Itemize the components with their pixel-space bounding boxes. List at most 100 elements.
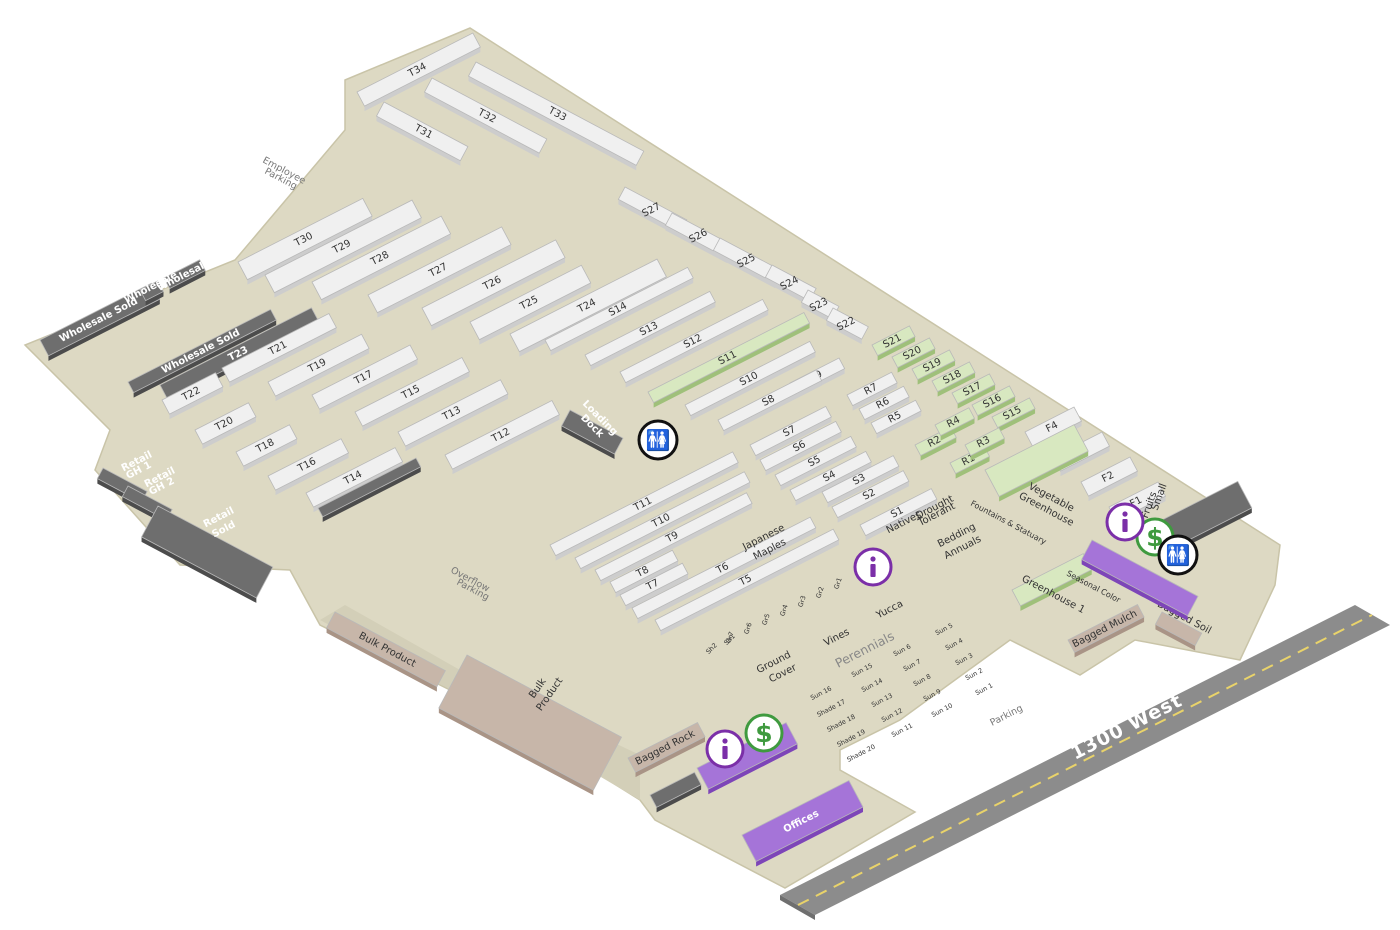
bench-s25-side[interactable] xyxy=(713,250,776,289)
loading-dock[interactable] xyxy=(561,409,624,455)
vegetable-greenhouse[interactable] xyxy=(984,424,1089,498)
bagged-mulch[interactable] xyxy=(1067,604,1145,653)
bulk-product-a-side[interactable] xyxy=(326,627,437,692)
wholesale-gh1[interactable] xyxy=(163,259,206,290)
bench-s19[interactable] xyxy=(911,349,956,381)
east-greenhouse-side[interactable] xyxy=(1176,507,1252,552)
bench-t27-side[interactable] xyxy=(377,244,512,318)
bench-t29[interactable] xyxy=(264,199,422,294)
bench-r4[interactable] xyxy=(934,407,976,437)
bench-s4[interactable] xyxy=(789,450,872,502)
bench-s24-side[interactable] xyxy=(765,277,810,306)
bench-s5-side[interactable] xyxy=(780,447,857,491)
bench-t20[interactable] xyxy=(194,402,257,445)
wholesale-gh2-side[interactable] xyxy=(145,291,164,306)
vegetable-greenhouse-side[interactable] xyxy=(999,451,1089,502)
bagged-rock[interactable] xyxy=(627,722,706,773)
bench-s22[interactable] xyxy=(825,307,869,340)
bench-t33[interactable] xyxy=(467,61,645,166)
bench-s8[interactable] xyxy=(717,369,823,432)
wholesale-gh1-side[interactable] xyxy=(169,270,206,294)
bench-s11[interactable] xyxy=(647,312,811,404)
bench-s17[interactable] xyxy=(951,373,996,405)
bench-t30-side[interactable] xyxy=(247,216,373,285)
bench-r3-side[interactable] xyxy=(970,438,1005,461)
bench-t32-side[interactable] xyxy=(424,92,540,159)
greenhouse1-side[interactable] xyxy=(1020,569,1092,611)
bench-s14[interactable] xyxy=(544,266,694,352)
bench-s1[interactable] xyxy=(859,488,938,537)
bench-r5[interactable] xyxy=(870,399,922,435)
bench-t31-side[interactable] xyxy=(376,116,461,166)
bench-s15-side[interactable] xyxy=(997,408,1036,433)
bench-t17[interactable] xyxy=(311,344,419,410)
bench-r7[interactable] xyxy=(846,371,898,407)
bench-s12[interactable] xyxy=(619,298,769,384)
bench-s21[interactable] xyxy=(871,325,916,357)
bench-t13-side[interactable] xyxy=(405,393,508,452)
bench-t6-side[interactable] xyxy=(637,527,816,624)
bench-t5-side[interactable] xyxy=(660,539,839,636)
bagged-soil-side[interactable] xyxy=(1155,624,1196,651)
bench-t26-side[interactable] xyxy=(431,257,566,331)
bench-t15-side[interactable] xyxy=(362,371,470,432)
bench-t17-side[interactable] xyxy=(319,359,418,415)
bench-s3[interactable] xyxy=(821,455,900,504)
bench-s7-side[interactable] xyxy=(755,417,832,461)
bench-t18[interactable] xyxy=(235,424,298,467)
bagged-soil[interactable] xyxy=(1154,611,1203,647)
bench-t30[interactable] xyxy=(237,197,373,281)
bulk-product-a[interactable] xyxy=(326,611,446,688)
bench-t15[interactable] xyxy=(354,356,470,427)
bench-f3-side[interactable] xyxy=(1060,446,1110,477)
bench-t19-side[interactable] xyxy=(275,348,370,402)
checkout-east[interactable] xyxy=(1081,539,1199,617)
bench-s13-side[interactable] xyxy=(590,302,716,371)
bench-r5-side[interactable] xyxy=(876,410,922,439)
bench-t20-side[interactable] xyxy=(202,416,256,450)
bench-t21-side[interactable] xyxy=(229,327,337,388)
bench-t11[interactable] xyxy=(549,451,739,557)
bench-s18[interactable] xyxy=(931,361,976,393)
bench-t18-side[interactable] xyxy=(243,438,297,472)
bench-s11-side[interactable] xyxy=(653,323,810,408)
bench-s23-side[interactable] xyxy=(801,302,833,324)
bench-s22-side[interactable] xyxy=(826,320,862,345)
wholesale-sold-b-side[interactable] xyxy=(133,319,277,398)
checkout-east-side[interactable] xyxy=(1081,559,1188,621)
bench-r2-side[interactable] xyxy=(920,437,957,461)
wholesale-sold-a-side[interactable] xyxy=(48,299,160,361)
bench-t28-side[interactable] xyxy=(321,233,451,305)
bench-t10-side[interactable] xyxy=(580,482,750,574)
bench-s16[interactable] xyxy=(971,385,1016,417)
bench-s12-side[interactable] xyxy=(625,309,769,388)
bench-s10-side[interactable] xyxy=(690,352,816,421)
bench-s26-side[interactable] xyxy=(665,225,728,264)
wholesale-sold-b[interactable] xyxy=(127,308,277,394)
bench-t16[interactable] xyxy=(267,438,350,491)
bench-t22[interactable] xyxy=(161,372,224,415)
bench-r6-side[interactable] xyxy=(864,396,910,425)
bench-t14[interactable] xyxy=(305,447,404,508)
bench-t29-side[interactable] xyxy=(274,217,422,298)
bench-s2[interactable] xyxy=(831,470,910,519)
bench-t12-side[interactable] xyxy=(452,414,560,475)
bench-t24[interactable] xyxy=(509,258,667,353)
bench-s1-side[interactable] xyxy=(865,499,937,541)
bench-r1-side[interactable] xyxy=(955,456,990,479)
restroom-icon[interactable]: 🚻 xyxy=(1157,534,1199,576)
info-icon[interactable] xyxy=(705,729,745,769)
checkout-dollar-icon[interactable]: $ xyxy=(1135,517,1175,557)
wholesale-gh2[interactable] xyxy=(139,280,164,302)
bench-s6[interactable] xyxy=(759,420,842,472)
bench-t8[interactable] xyxy=(609,549,679,594)
info-icon[interactable] xyxy=(1105,502,1145,542)
loading-dock-side[interactable] xyxy=(561,425,615,460)
storage-shed[interactable] xyxy=(649,771,702,808)
bench-s20[interactable] xyxy=(891,337,936,369)
offices[interactable] xyxy=(741,779,864,863)
bench-s8-side[interactable] xyxy=(723,380,822,436)
bench-f2-side[interactable] xyxy=(1088,471,1138,502)
bench-s5[interactable] xyxy=(774,435,857,487)
